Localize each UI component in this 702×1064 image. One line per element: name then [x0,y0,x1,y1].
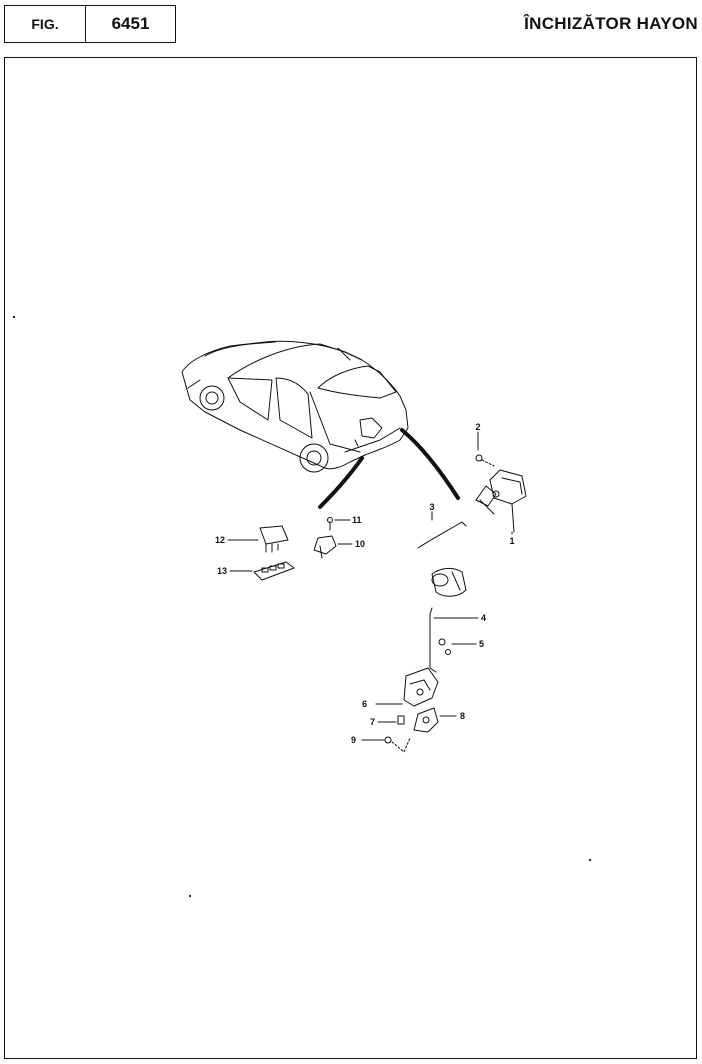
part-1-actuator [475,469,527,535]
callout-2: 2 [475,422,480,432]
part-5-clip [438,638,477,655]
callout-5: 5 [479,639,484,649]
lock-cylinder [431,567,467,597]
callout-1: 1 [509,536,514,546]
callout-4: 4 [481,613,486,623]
part-7-fastener [377,715,405,725]
leader-car-left [318,456,364,509]
callout-9: 9 [351,735,356,745]
fig-number: 6451 [111,14,150,33]
leader-car-right [400,428,460,500]
part-6-latch [375,667,439,707]
callout-8: 8 [460,711,465,721]
page-title: ÎNCHIZĂTOR HAYON [524,14,698,33]
part-13-connector [229,561,295,581]
part-3-rod [417,511,467,549]
part-11-pin [327,517,351,531]
callout-13: 13 [217,566,227,576]
figure-id-box: FIG. 6451 [4,5,176,43]
car-illustration [181,340,409,473]
part-4-rod [429,607,479,673]
part-10-switch [313,535,353,559]
part-2-bolt [475,431,495,467]
callout-11: 11 [352,515,362,525]
part-8-plate [413,707,457,733]
part-9-screw [361,736,411,753]
part-12-relay [227,525,289,553]
callout-6: 6 [362,699,367,709]
diagram-frame [4,57,697,1059]
callout-10: 10 [355,539,365,549]
callout-12: 12 [215,535,225,545]
callout-3: 3 [429,502,434,512]
callout-7: 7 [370,717,375,727]
fig-label: FIG. [5,6,86,42]
